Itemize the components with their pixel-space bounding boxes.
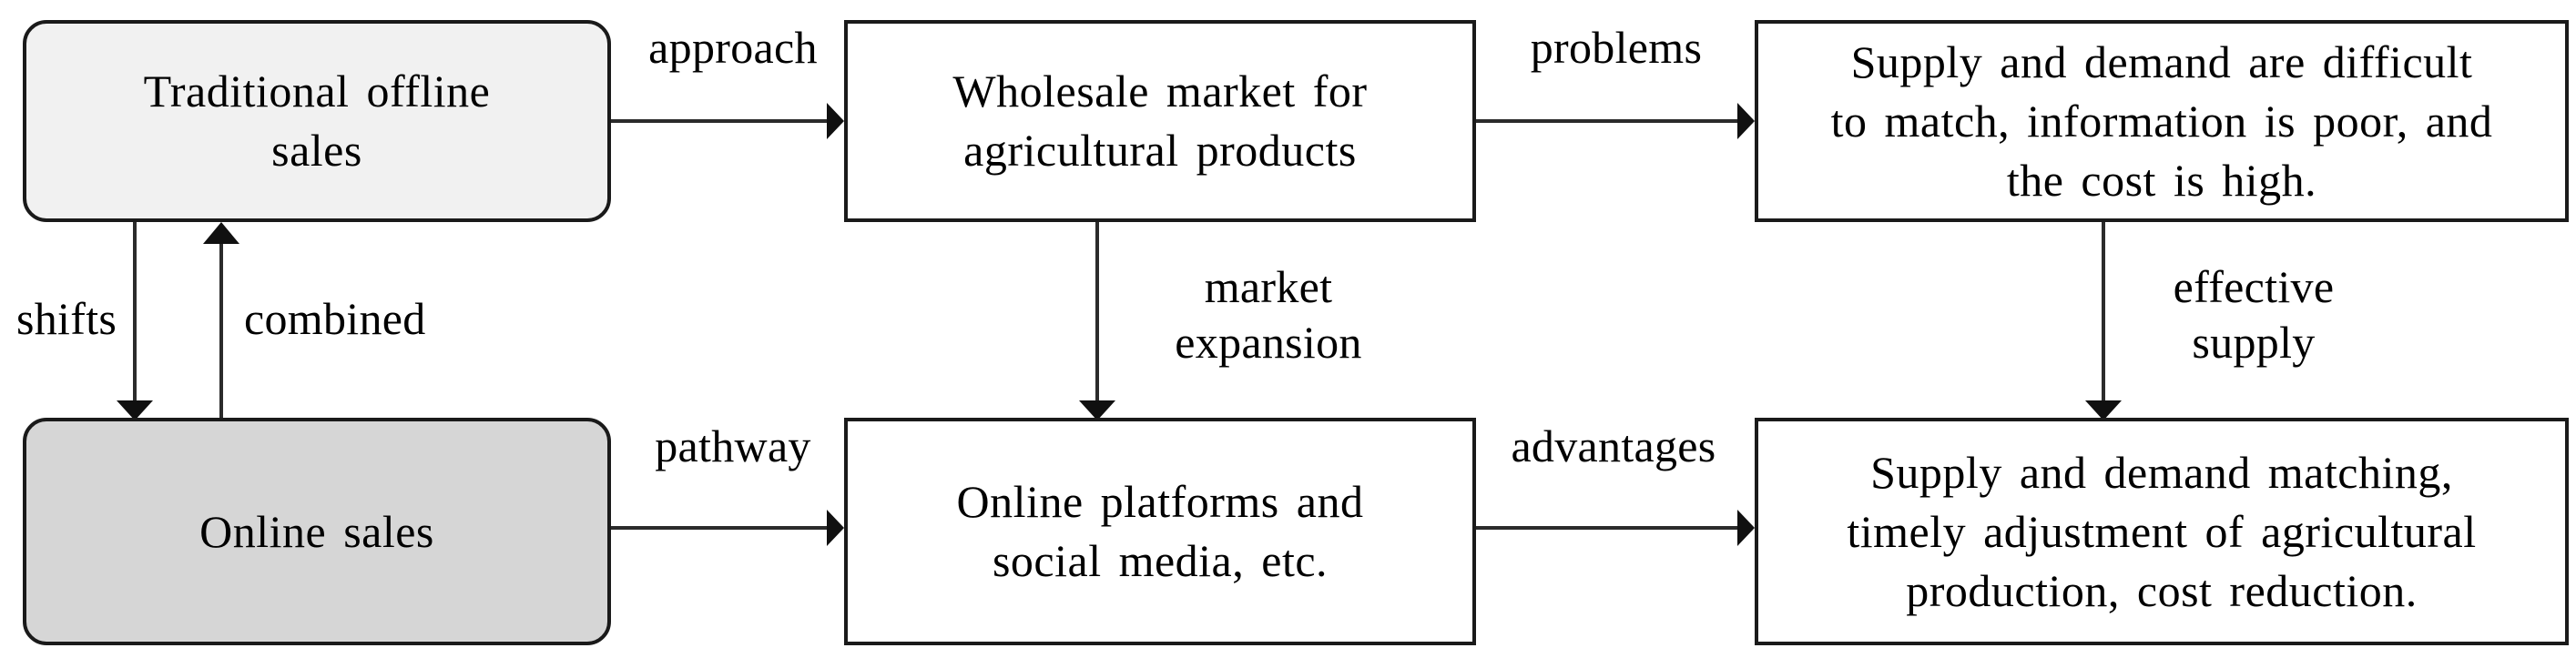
node-supply-demand-matching[interactable]: Supply and demand matching, timely adjus… xyxy=(1755,418,2569,645)
edge-label-advantages: advantages xyxy=(1511,420,1716,471)
edge-label-combined: combined xyxy=(244,293,426,344)
node-online-platforms[interactable]: Online platforms and social media, etc. xyxy=(844,418,1476,645)
node-online-sales[interactable]: Online sales xyxy=(23,418,611,645)
node-supply-demand-matching-label: Supply and demand matching, timely adjus… xyxy=(1847,446,2477,616)
edge-label-approach: approach xyxy=(648,22,818,73)
edge-label-pathway: pathway xyxy=(655,420,811,471)
edge-pathway xyxy=(611,510,844,546)
edge-effective-supply xyxy=(2085,222,2122,420)
node-supply-demand-problems[interactable]: Supply and demand are difficult to match… xyxy=(1755,20,2569,222)
edge-label-effective-supply: effective supply xyxy=(2173,261,2335,368)
node-wholesale-market[interactable]: Wholesale market for agricultural produc… xyxy=(844,20,1476,222)
node-online-sales-label: Online sales xyxy=(199,505,434,557)
edge-label-shifts: shifts xyxy=(16,293,117,344)
edge-label-market-expansion: market expansion xyxy=(1175,261,1362,368)
node-wholesale-market-label: Wholesale market for agricultural produc… xyxy=(952,66,1368,176)
edge-approach xyxy=(611,103,844,139)
edge-advantages xyxy=(1476,510,1755,546)
edge-market-expansion xyxy=(1079,222,1115,420)
node-traditional-offline-sales[interactable]: Traditional offline sales xyxy=(23,20,611,222)
node-online-platforms-label: Online platforms and social media, etc. xyxy=(956,476,1364,586)
edge-problems xyxy=(1476,103,1755,139)
node-supply-demand-problems-label: Supply and demand are difficult to match… xyxy=(1830,35,2493,206)
node-traditional-offline-sales-label: Traditional offline sales xyxy=(143,66,491,176)
edge-label-problems: problems xyxy=(1530,22,1703,73)
